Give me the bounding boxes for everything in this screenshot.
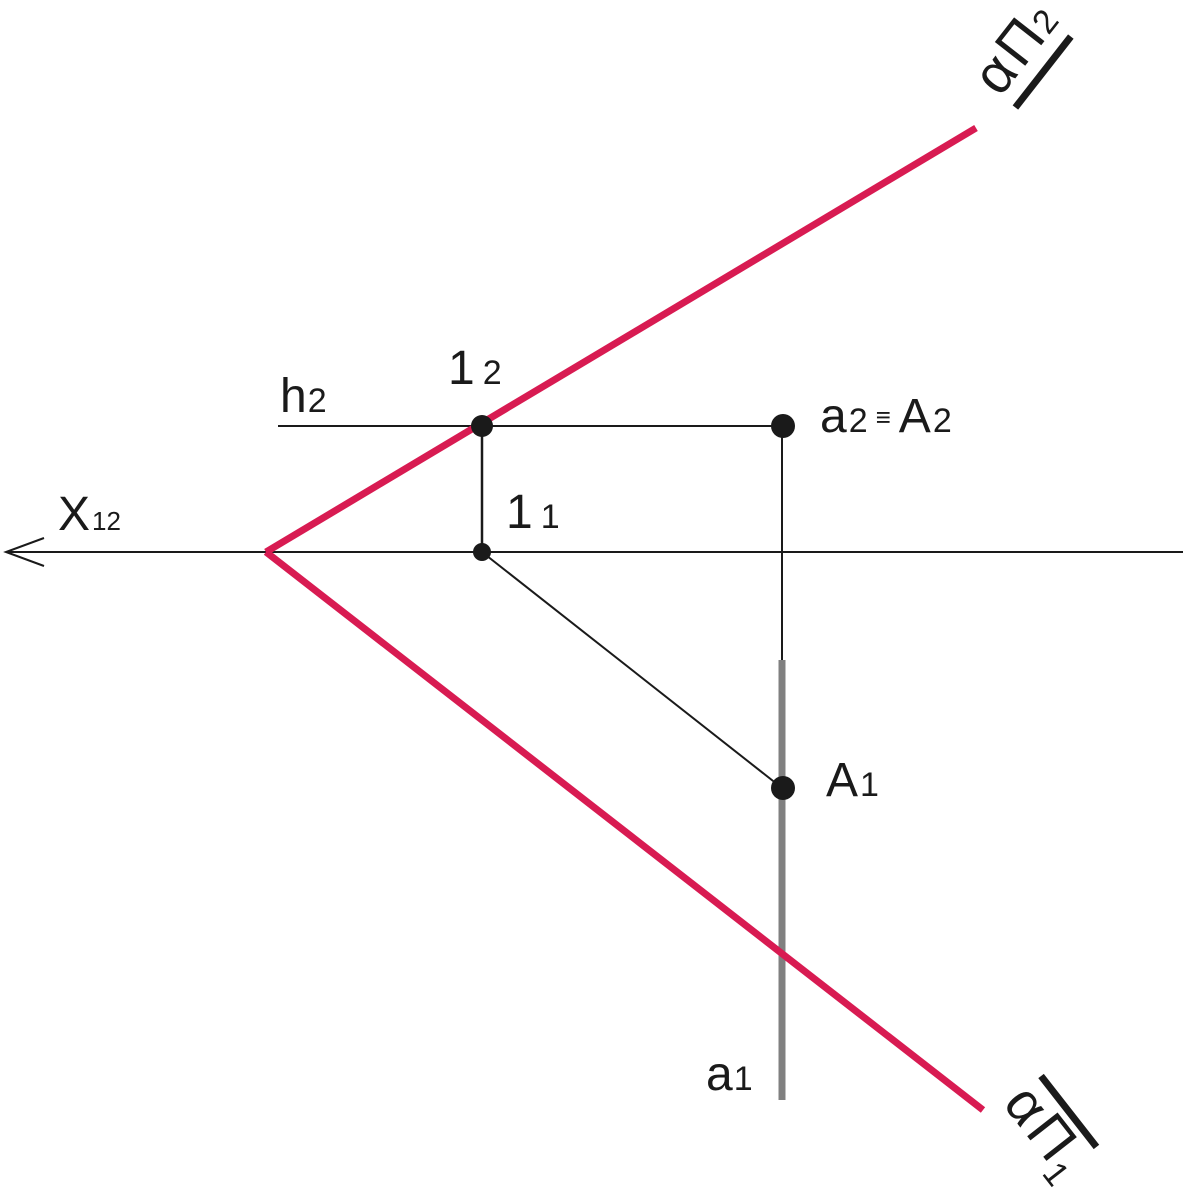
x12-axis-arrowhead <box>3 537 45 567</box>
trace-front-label: αΠ2 <box>960 0 1074 110</box>
point-a2-dot <box>771 414 795 438</box>
alpha-front-trace <box>264 124 978 556</box>
point-1-2-dot <box>471 415 493 437</box>
h1-line <box>481 551 783 789</box>
point-1-1-dot <box>473 543 491 561</box>
alpha-horizontal-trace <box>263 549 986 1113</box>
trace-horizontal-underline <box>1038 1073 1100 1150</box>
axis-label: X12 <box>58 488 121 541</box>
point-A1-dot <box>771 776 795 800</box>
a2-equiv-A2-label: a2≡A2 <box>820 390 952 443</box>
svg-text:αΠ2: αΠ2 <box>960 0 1070 105</box>
trace-horizontal-label: αΠ1 <box>993 1073 1100 1193</box>
a1-label: a1 <box>706 1048 753 1101</box>
trace-front-underline <box>1012 34 1074 110</box>
h2-label: h2 <box>280 370 327 423</box>
A1-label: A1 <box>826 754 879 807</box>
